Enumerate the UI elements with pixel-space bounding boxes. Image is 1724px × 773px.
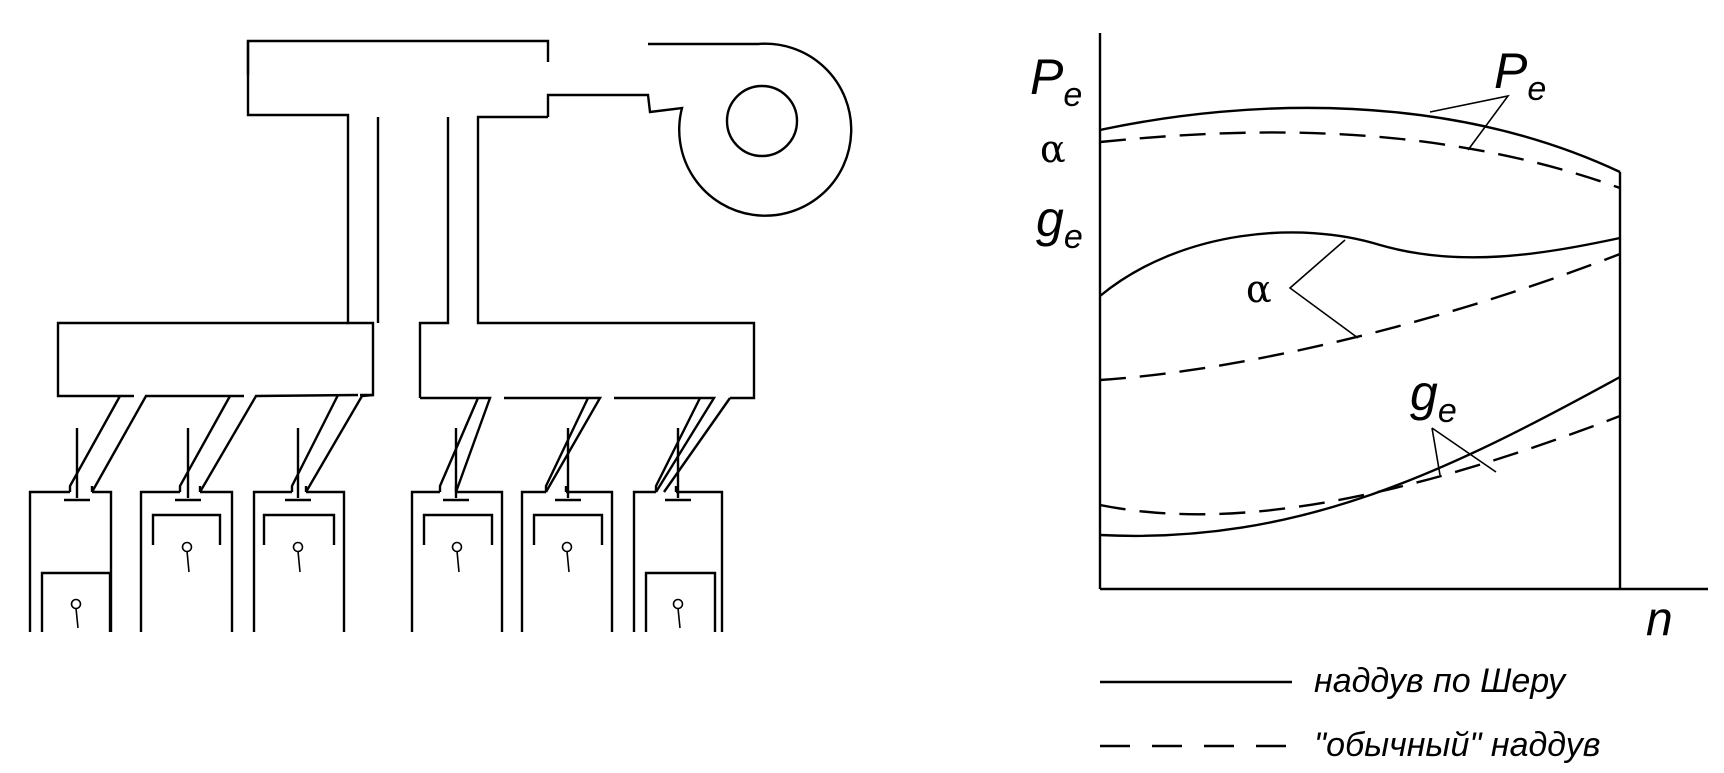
piston (532, 513, 604, 545)
piston (644, 571, 717, 632)
legend-solid-label: наддув по Шеру (1314, 662, 1567, 700)
compressor-impeller (725, 84, 799, 158)
y-label-pe: Pe (1030, 49, 1082, 114)
y-label-ge: ge (1036, 191, 1083, 256)
pe-solid-curve (1099, 106, 1621, 174)
intake-runners (68, 394, 702, 492)
cylinder-5 (520, 428, 614, 632)
engine-intake-schematic (28, 39, 853, 632)
y-label-alpha: α (1040, 127, 1066, 171)
alpha-dashed-curve (1099, 252, 1621, 382)
ge-solid-curve (1099, 375, 1621, 538)
compressor (546, 42, 853, 217)
legend: наддув по Шеру "обычный" наддув (1100, 662, 1600, 764)
curve-label-ge: ge (1410, 365, 1457, 430)
cylinder-1 (28, 428, 113, 632)
left-manifold (56, 321, 374, 493)
cylinder-6 (632, 428, 724, 632)
right-manifold (420, 396, 731, 493)
curve-label-alpha: α (1246, 267, 1272, 311)
piston (422, 513, 494, 545)
cylinder-4 (410, 428, 504, 632)
curve-label-pe: Pe (1494, 43, 1546, 108)
legend-dashed-label: "обычный" наддув (1314, 726, 1600, 764)
label-leaders (1288, 94, 1510, 476)
x-label-n: n (1646, 593, 1673, 646)
intake-collector (246, 39, 756, 400)
alpha-solid-curve (1099, 231, 1621, 297)
piston (262, 513, 336, 545)
pe-dashed-curve (1099, 131, 1621, 190)
cylinder-2 (139, 428, 234, 632)
cylinder-3 (252, 428, 346, 632)
characteristics-graph: Pe α ge Pe α ge n (1030, 33, 1708, 646)
piston (40, 571, 112, 632)
piston (151, 513, 222, 545)
ge-dashed-curve (1099, 414, 1621, 516)
